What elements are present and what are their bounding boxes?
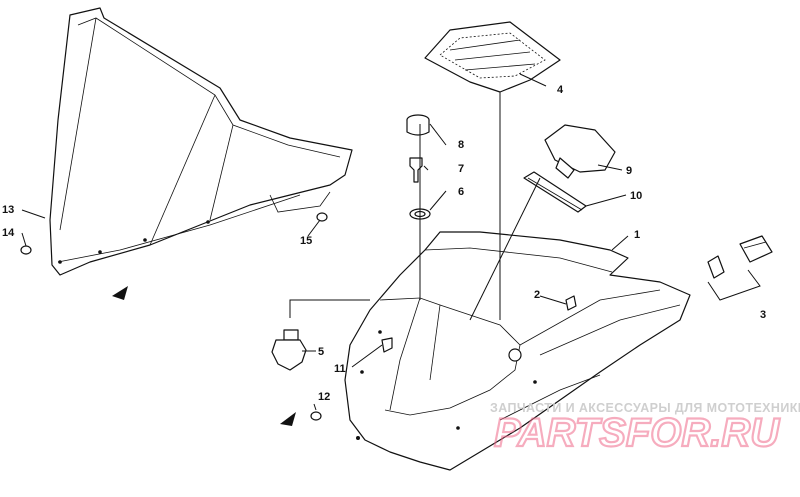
windshield — [49, 7, 353, 276]
callout-labels: 1 2 3 4 5 6 7 8 9 10 11 12 13 14 15 — [2, 84, 766, 403]
watermark: ЗАПЧАСТИ И АКСЕССУАРЫ ДЛЯ МОТОТЕХНИКИ PA… — [490, 401, 800, 456]
direction-arrow — [112, 286, 128, 300]
callout-6: 6 — [458, 186, 464, 198]
callout-12: 12 — [318, 391, 330, 403]
storage-mesh — [424, 21, 561, 93]
key-7 — [409, 157, 423, 183]
callout-7: 7 — [458, 163, 464, 175]
leader-lines — [21, 73, 761, 411]
callout-4: 4 — [557, 84, 564, 96]
watermark-brand: PARTSFOR.RU — [494, 411, 780, 455]
callout-14: 14 — [2, 227, 15, 239]
watermark-subtitle: ЗАПЧАСТИ И АКСЕССУАРЫ ДЛЯ МОТОТЕХНИКИ — [490, 401, 800, 415]
cap-8 — [406, 114, 430, 136]
screw-15 — [316, 212, 328, 222]
callout-5: 5 — [318, 346, 324, 358]
callout-9: 9 — [626, 165, 632, 177]
dash-panel — [344, 231, 691, 471]
connector-3 — [707, 235, 773, 279]
callout-3: 3 — [760, 309, 766, 321]
callout-10: 10 — [630, 190, 642, 202]
callout-2: 2 — [534, 289, 540, 301]
callout-13: 13 — [2, 204, 14, 216]
screw-2 — [565, 295, 577, 311]
nut-12 — [310, 411, 322, 421]
direction-arrow-lower — [280, 412, 296, 426]
callout-15: 15 — [300, 235, 312, 247]
screw-11 — [381, 337, 393, 353]
screw-14 — [20, 245, 32, 255]
callout-1: 1 — [634, 229, 640, 241]
sensor-5 — [271, 329, 307, 371]
callout-8: 8 — [458, 139, 464, 151]
gauge-9 — [544, 124, 616, 179]
callout-11: 11 — [334, 363, 346, 375]
